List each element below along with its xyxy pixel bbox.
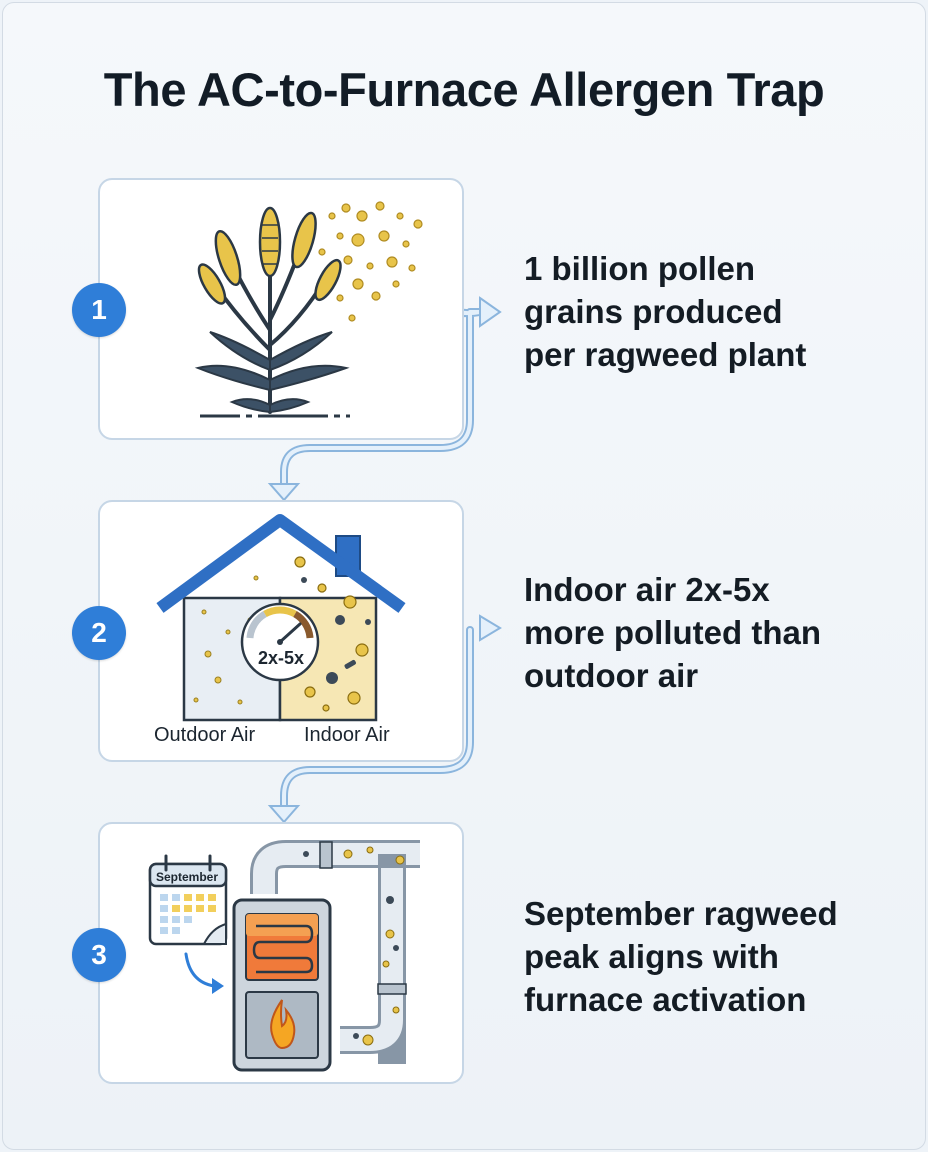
step-1-badge: 1 bbox=[72, 283, 126, 337]
step-3-line-1: September ragweed bbox=[524, 895, 838, 932]
step-1-panel bbox=[98, 178, 464, 440]
page-title: The AC-to-Furnace Allergen Trap bbox=[103, 63, 825, 116]
furnace-ductwork-icon bbox=[148, 840, 420, 1072]
calendar-icon bbox=[148, 854, 228, 946]
indoor-air-label: Indoor Air bbox=[304, 724, 390, 746]
step-1-line-1: 1 billion pollen bbox=[524, 250, 755, 287]
step-3-description: September ragweed peak aligns with furna… bbox=[524, 892, 904, 1021]
step-2-panel: 2x-5x Outdoor Air Indoor Air bbox=[98, 500, 464, 762]
step-2-badge: 2 bbox=[72, 606, 126, 660]
step-1-line-2: grains produced bbox=[524, 293, 783, 330]
step-2-line-3: outdoor air bbox=[524, 657, 699, 694]
step-3-line-2: peak aligns with bbox=[524, 938, 779, 975]
flame-icon bbox=[270, 999, 296, 1050]
ragweed-plant-icon bbox=[194, 201, 423, 418]
step-2-line-1: Indoor air 2x-5x bbox=[524, 571, 770, 608]
step-3-panel: September bbox=[98, 822, 464, 1084]
step-2-description: Indoor air 2x-5x more polluted than outd… bbox=[524, 568, 904, 697]
step-1-description: 1 billion pollen grains produced per rag… bbox=[524, 247, 904, 376]
step-3-badge: 3 bbox=[72, 928, 126, 982]
step-3-line-3: furnace activation bbox=[524, 981, 807, 1018]
house-comparison-icon bbox=[156, 514, 406, 722]
step-2-line-2: more polluted than bbox=[524, 614, 821, 651]
outdoor-air-label: Outdoor Air bbox=[154, 724, 256, 746]
calendar-month-label: September bbox=[156, 870, 219, 884]
gauge-multiplier-label: 2x-5x bbox=[258, 648, 305, 668]
step-1-line-3: per ragweed plant bbox=[524, 336, 807, 373]
